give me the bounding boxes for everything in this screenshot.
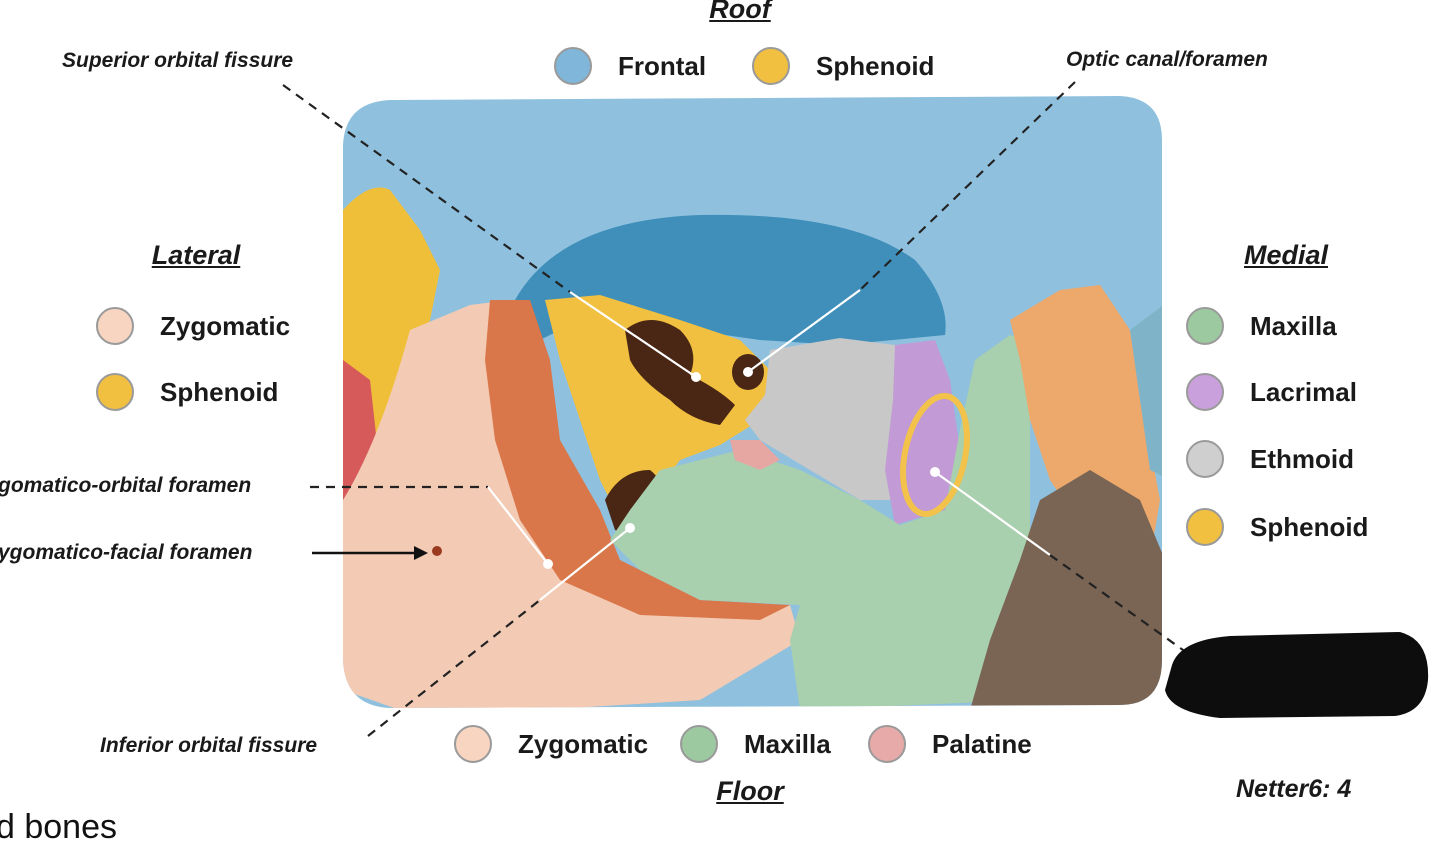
callout-superior-orbital-fissure: Superior orbital fissure [62, 49, 293, 73]
legend-label: Zygomatic [160, 311, 290, 342]
swatch-maxilla [1186, 307, 1224, 345]
legend-label: Ethmoid [1250, 444, 1354, 475]
legend-label: Zygomatic [518, 729, 648, 760]
legend-medial-sphenoid: Sphenoid [1186, 505, 1368, 549]
cut-off-text: d bones [0, 808, 117, 847]
swatch-frontal [554, 47, 592, 85]
legend-roof-frontal: Frontal [554, 44, 706, 88]
legend-medial-maxilla: Maxilla [1186, 304, 1337, 348]
legend-label: Palatine [932, 729, 1032, 760]
dot-inferior-orbital-fissure [625, 523, 635, 533]
legend-label: Maxilla [1250, 311, 1337, 342]
swatch-palatine [868, 725, 906, 763]
dot-superior-orbital-fissure [691, 372, 701, 382]
legend-roof-sphenoid: Sphenoid [752, 44, 934, 88]
callout-zygomatico-orbital-foramen: gomatico-orbital foramen [0, 474, 251, 498]
heading-floor: Floor [716, 776, 784, 807]
dot-optic-canal [743, 367, 753, 377]
heading-medial: Medial [1244, 240, 1328, 271]
legend-label: Lacrimal [1250, 377, 1357, 408]
callout-optic-canal: Optic canal/foramen [1066, 48, 1268, 72]
swatch-sphenoid [1186, 508, 1224, 546]
legend-floor-palatine: Palatine [868, 722, 1032, 766]
redaction-scribble [1165, 632, 1428, 718]
legend-label: Sphenoid [816, 51, 934, 82]
orbit-bone-regions [330, 90, 1180, 720]
legend-label: Maxilla [744, 729, 831, 760]
legend-label: Sphenoid [160, 377, 278, 408]
callout-inferior-orbital-fissure: Inferior orbital fissure [100, 734, 317, 758]
swatch-ethmoid [1186, 440, 1224, 478]
swatch-sphenoid [752, 47, 790, 85]
heading-lateral: Lateral [152, 240, 241, 271]
callout-zygomatico-facial-foramen: ygomatico-facial foramen [0, 541, 252, 565]
dot-lacrimal [930, 467, 940, 477]
zygomatico-facial-foramen-dot [432, 546, 442, 556]
legend-floor-maxilla: Maxilla [680, 722, 831, 766]
legend-medial-lacrimal: Lacrimal [1186, 370, 1357, 414]
legend-label: Sphenoid [1250, 512, 1368, 543]
dot-zygomatico-orbital [543, 559, 553, 569]
legend-lateral-zygomatic: Zygomatic [96, 304, 290, 348]
legend-lateral-sphenoid: Sphenoid [96, 370, 278, 414]
legend-label: Frontal [618, 51, 706, 82]
swatch-zygomatic [454, 725, 492, 763]
swatch-zygomatic [96, 307, 134, 345]
swatch-sphenoid [96, 373, 134, 411]
swatch-maxilla [680, 725, 718, 763]
legend-floor-zygomatic: Zygomatic [454, 722, 648, 766]
heading-roof: Roof [709, 0, 770, 25]
legend-medial-ethmoid: Ethmoid [1186, 437, 1354, 481]
reference-netter: Netter6: 4 [1236, 775, 1351, 804]
swatch-lacrimal [1186, 373, 1224, 411]
